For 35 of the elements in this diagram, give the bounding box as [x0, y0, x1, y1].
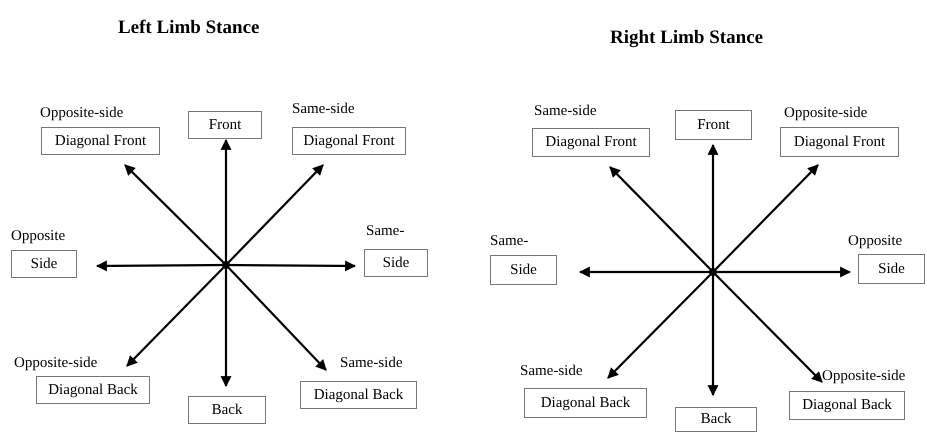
- direction-label: Diagonal Front: [532, 128, 650, 157]
- arrow: [126, 264, 227, 367]
- direction-heading: Same-: [366, 224, 404, 239]
- direction-heading: Same-side: [292, 102, 354, 117]
- direction-heading: Same-side: [534, 104, 596, 119]
- direction-heading: Opposite-side: [784, 106, 868, 121]
- direction-heading: Opposite: [848, 234, 902, 249]
- direction-heading: Opposite-side: [40, 106, 124, 121]
- panel-heading: Left Limb Stance: [118, 18, 260, 37]
- arrow: [124, 164, 227, 266]
- direction-heading: Opposite-side: [822, 369, 906, 384]
- direction-label: Diagonal Front: [292, 127, 406, 155]
- direction-label: Diagonal Front: [780, 127, 899, 157]
- direction-label: Front: [188, 111, 262, 139]
- direction-label: Side: [364, 249, 428, 277]
- direction-label: Side: [11, 250, 77, 278]
- arrow: [607, 271, 714, 379]
- direction-label: Diagonal Back: [789, 391, 905, 420]
- panel-heading: Right Limb Stance: [610, 28, 764, 47]
- direction-heading: Same-side: [340, 356, 402, 371]
- arrow: [609, 166, 714, 273]
- direction-label: Side: [490, 255, 557, 285]
- direction-label: Diagonal Back: [524, 388, 647, 418]
- direction-heading: Opposite: [11, 229, 66, 244]
- direction-label: Side: [858, 254, 925, 284]
- direction-heading: Opposite-side: [14, 356, 98, 371]
- direction-heading: Same-: [490, 234, 528, 249]
- direction-label: Back: [188, 396, 266, 424]
- direction-label: Diagonal Back: [300, 381, 417, 409]
- direction-label: Back: [675, 407, 757, 432]
- direction-label: Diagonal Front: [41, 127, 160, 155]
- direction-label: Front: [675, 110, 752, 140]
- direction-label: Diagonal Back: [36, 376, 150, 404]
- direction-heading: Same-side: [520, 364, 582, 379]
- arrow: [712, 271, 823, 383]
